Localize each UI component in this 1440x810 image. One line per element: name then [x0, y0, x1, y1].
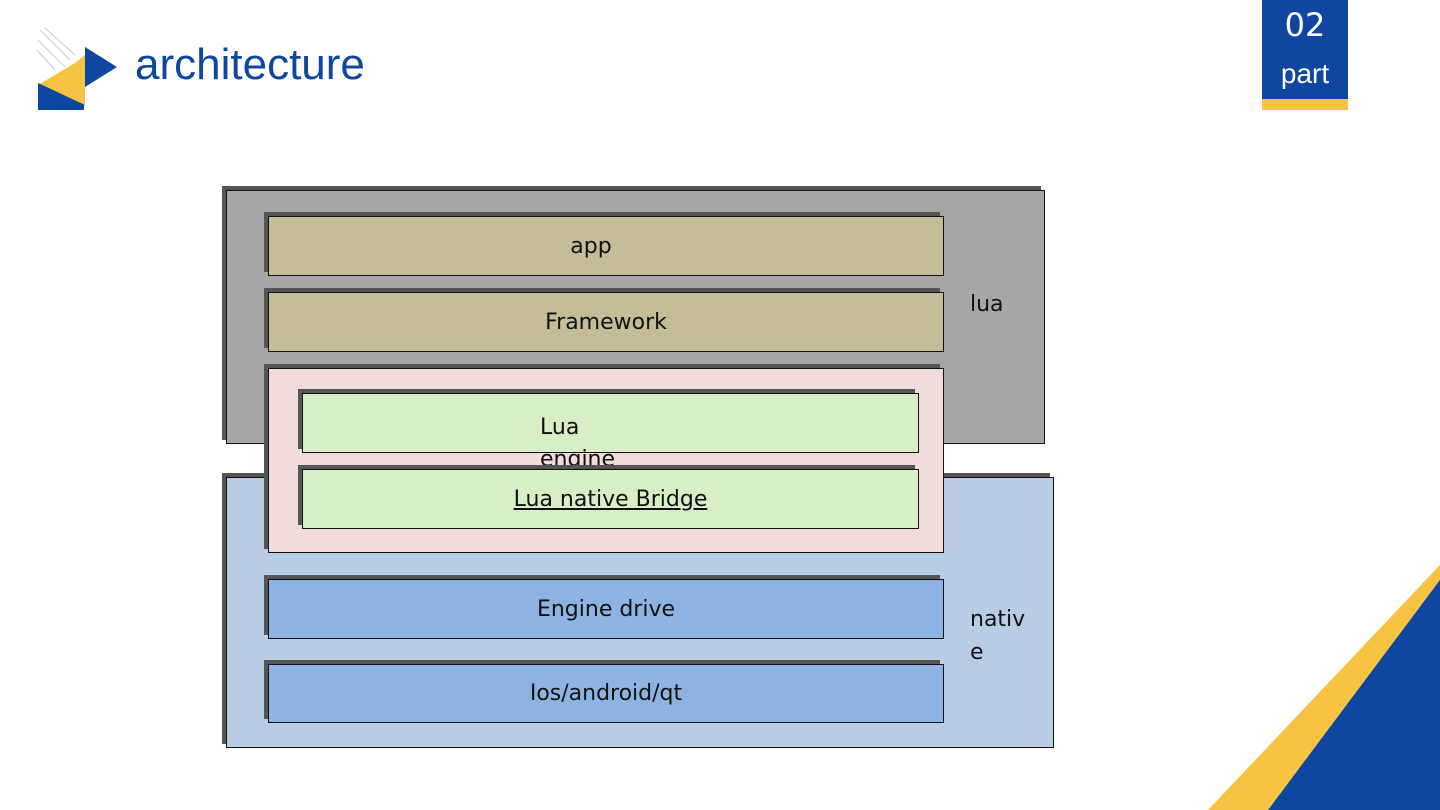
- section-badge: 02 part: [1262, 0, 1348, 110]
- layer-platform: Ios/android/qt: [268, 664, 944, 723]
- badge-number: 02: [1284, 6, 1326, 44]
- corner-decoration: [1208, 565, 1440, 810]
- logo-icon: [36, 27, 117, 110]
- native-group-label: nativ e: [970, 607, 1026, 665]
- layer-app: app: [268, 216, 944, 276]
- lua-group-label: lua: [970, 292, 1004, 317]
- layer-bridge: Lua native Bridge: [302, 469, 919, 529]
- layer-engine-drive: Engine drive: [268, 579, 944, 639]
- layer-lua-engine: Lua engine: [302, 393, 919, 472]
- layer-framework: Framework: [268, 292, 944, 352]
- page-title: architecture: [135, 40, 365, 89]
- badge-label: part: [1280, 58, 1330, 89]
